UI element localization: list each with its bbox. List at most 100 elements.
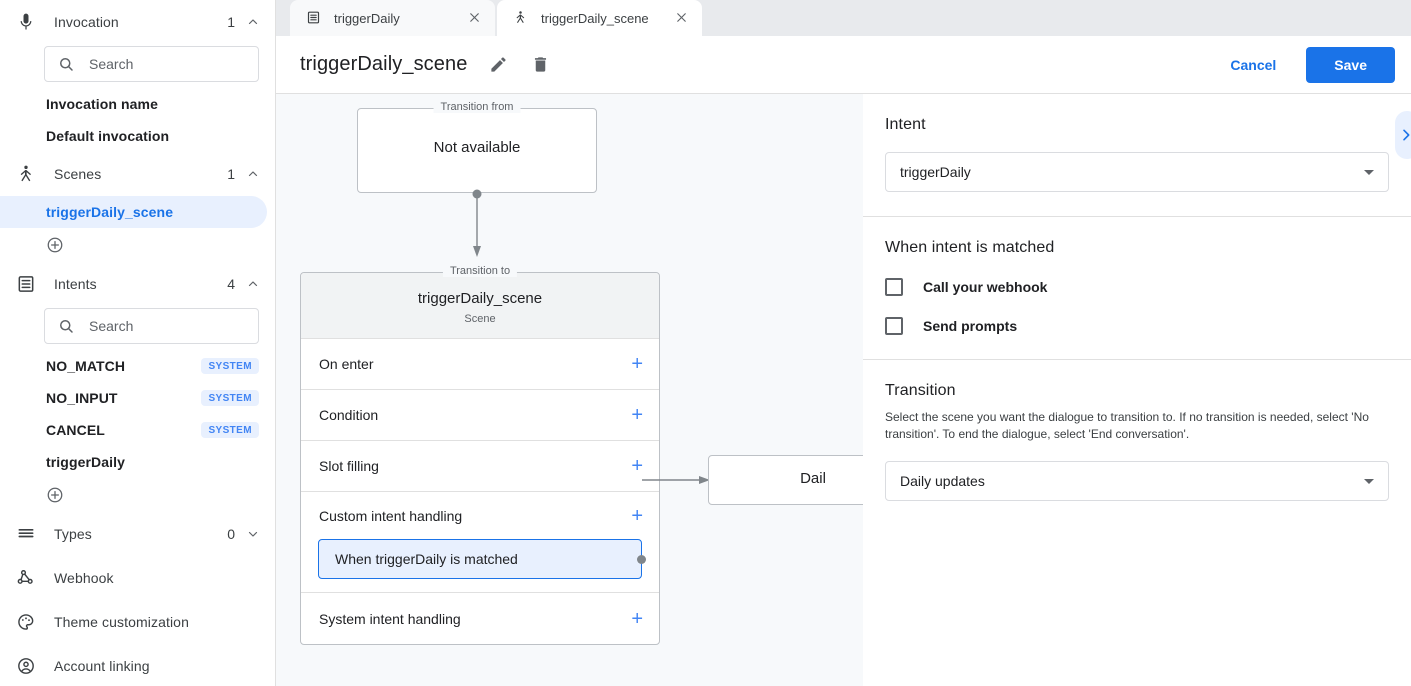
tab-triggerdaily[interactable]: triggerDaily: [290, 0, 495, 36]
add-scene-button[interactable]: [0, 228, 275, 262]
scene-fork-icon: [14, 162, 38, 186]
chevron-up-icon[interactable]: [247, 16, 259, 28]
checkbox-row-send-prompts[interactable]: Send prompts: [885, 317, 1389, 335]
sidebar-item-theme-customization[interactable]: Theme customization: [0, 600, 275, 644]
intents-search-box[interactable]: [44, 308, 272, 344]
tab-triggerdaily-scene[interactable]: triggerDaily_scene: [497, 0, 702, 36]
properties-panel: Intent triggerDaily When intent is match…: [863, 94, 1411, 686]
panel-section-transition: Transition Select the scene you want the…: [863, 360, 1411, 525]
sidebar-item-default-invocation[interactable]: Default invocation: [0, 120, 275, 152]
panel-section-intent: Intent triggerDaily: [863, 94, 1411, 217]
intent-tab-icon: [306, 10, 322, 26]
trash-icon[interactable]: [531, 55, 551, 75]
add-intent-button[interactable]: [0, 478, 275, 512]
sidebar-item-webhook[interactable]: Webhook: [0, 556, 275, 600]
sidebar-item-account-linking[interactable]: Account linking: [0, 644, 275, 686]
pencil-icon[interactable]: [489, 55, 509, 75]
invocation-search-input[interactable]: [87, 55, 272, 73]
sidebar-group-count: 1: [227, 14, 235, 30]
edge-source-handle[interactable]: [637, 555, 646, 564]
sidebar-group-types[interactable]: Types 0: [0, 512, 275, 556]
sidebar-item-label: CANCEL: [46, 422, 105, 438]
chevron-down-icon[interactable]: [247, 528, 259, 540]
sidebar-group-count: 0: [227, 526, 235, 542]
transition-to-legend: Transition to: [442, 265, 518, 277]
sidebar-item-label: triggerDaily_scene: [46, 204, 174, 220]
sidebar-item-cancel[interactable]: CANCEL SYSTEM: [0, 414, 275, 446]
status-badge: SYSTEM: [201, 390, 259, 406]
scene-row-slot-filling[interactable]: Slot filling +: [301, 441, 659, 492]
sidebar-item-triggerdaily-scene[interactable]: triggerDaily_scene: [0, 196, 267, 228]
add-slot-filling-button[interactable]: +: [631, 455, 643, 477]
edge-from-to-scene: [472, 189, 482, 257]
sidebar-group-count: 1: [227, 166, 235, 182]
scene-row-system-intent-handling[interactable]: System intent handling +: [301, 593, 659, 644]
transition-heading: Transition: [885, 382, 956, 399]
tab-label: triggerDaily_scene: [541, 10, 649, 26]
tab-strip: triggerDaily triggerDaily_scene: [276, 0, 1411, 36]
sidebar-item-label: Default invocation: [46, 128, 170, 144]
scene-card-header: triggerDaily_scene Scene: [301, 273, 659, 339]
page-header: triggerDaily_scene Cancel Save: [276, 36, 1411, 94]
add-on-enter-button[interactable]: +: [631, 353, 643, 375]
scene-row-on-enter[interactable]: On enter +: [301, 339, 659, 390]
sidebar-item-label: Theme customization: [54, 614, 189, 630]
scene-graph-canvas[interactable]: Transition from Not available Transition…: [276, 94, 863, 686]
types-lines-icon: [14, 522, 38, 546]
checkbox-row-call-your-webhook[interactable]: Call your webhook: [885, 278, 1389, 296]
send-prompts-checkbox[interactable]: [885, 317, 903, 335]
intent-handler-chip-label: When triggerDaily is matched: [335, 551, 518, 567]
close-icon[interactable]: [674, 10, 690, 26]
status-badge: SYSTEM: [201, 422, 259, 438]
sidebar-group-intents[interactable]: Intents 4: [0, 262, 275, 306]
scene-row-custom-intent-handling[interactable]: Custom intent handling +: [301, 492, 659, 539]
sidebar-item-invocation-name[interactable]: Invocation name: [0, 88, 275, 120]
when-intent-matched-heading: When intent is matched: [885, 239, 1055, 256]
scene-card-name: triggerDaily_scene: [417, 290, 543, 307]
left-sidebar: Invocation 1 Invocation name Default inv…: [0, 0, 276, 686]
scene-node-card[interactable]: Transition to triggerDaily_scene Scene O…: [300, 265, 660, 645]
edge-chip-to-target: [642, 476, 710, 484]
add-condition-button[interactable]: +: [631, 404, 643, 426]
chevron-up-icon[interactable]: [247, 278, 259, 290]
transition-from-value: Not available: [433, 139, 521, 156]
sidebar-group-scenes[interactable]: Scenes 1: [0, 152, 275, 196]
sidebar-item-no-match[interactable]: NO_MATCH SYSTEM: [0, 350, 275, 382]
intent-heading: Intent: [885, 116, 926, 133]
sidebar-item-label: triggerDaily: [46, 454, 125, 470]
intent-select[interactable]: triggerDaily: [885, 152, 1389, 192]
sidebar-group-invocation[interactable]: Invocation 1: [0, 0, 275, 44]
scene-row-condition[interactable]: Condition +: [301, 390, 659, 441]
transition-select[interactable]: Daily updates: [885, 461, 1389, 501]
main-area: triggerDaily triggerDaily_scene triggerD…: [276, 0, 1411, 686]
sidebar-item-no-input[interactable]: NO_INPUT SYSTEM: [0, 382, 275, 414]
panel-collapse-button[interactable]: [1395, 111, 1411, 159]
status-badge: SYSTEM: [201, 358, 259, 374]
add-system-intent-handling-button[interactable]: +: [631, 607, 643, 630]
transition-target-node[interactable]: Tr Dail: [708, 455, 863, 505]
transition-from-node[interactable]: Transition from Not available: [357, 101, 597, 193]
scene-row-label: Slot filling: [319, 458, 379, 474]
invocation-search-box[interactable]: [44, 46, 272, 82]
scene-row-label: Condition: [319, 407, 379, 423]
microphone-icon: [14, 10, 38, 34]
chevron-up-icon[interactable]: [247, 168, 259, 180]
close-icon[interactable]: [467, 10, 483, 26]
dropdown-caret-icon: [1364, 169, 1374, 175]
call-webhook-checkbox[interactable]: [885, 278, 903, 296]
intents-search-input[interactable]: [87, 317, 272, 335]
palette-icon: [14, 610, 38, 634]
scene-block-custom-intent-handling: Custom intent handling + When triggerDai…: [301, 492, 659, 593]
sidebar-group-label: Types: [54, 526, 92, 542]
cancel-button[interactable]: Cancel: [1214, 48, 1292, 82]
sidebar-item-triggerdaily[interactable]: triggerDaily: [0, 446, 275, 478]
save-button[interactable]: Save: [1306, 46, 1395, 83]
intent-handler-chip-selected[interactable]: When triggerDaily is matched: [318, 539, 646, 579]
account-circle-icon: [14, 654, 38, 678]
transition-target-value: Dail: [800, 470, 826, 487]
transition-from-legend: Transition from: [433, 101, 521, 113]
content-body: Transition from Not available Transition…: [276, 94, 1411, 686]
scene-row-label: Custom intent handling: [319, 507, 463, 524]
scene-tab-icon: [513, 10, 529, 26]
add-custom-intent-handling-button[interactable]: +: [631, 504, 643, 527]
